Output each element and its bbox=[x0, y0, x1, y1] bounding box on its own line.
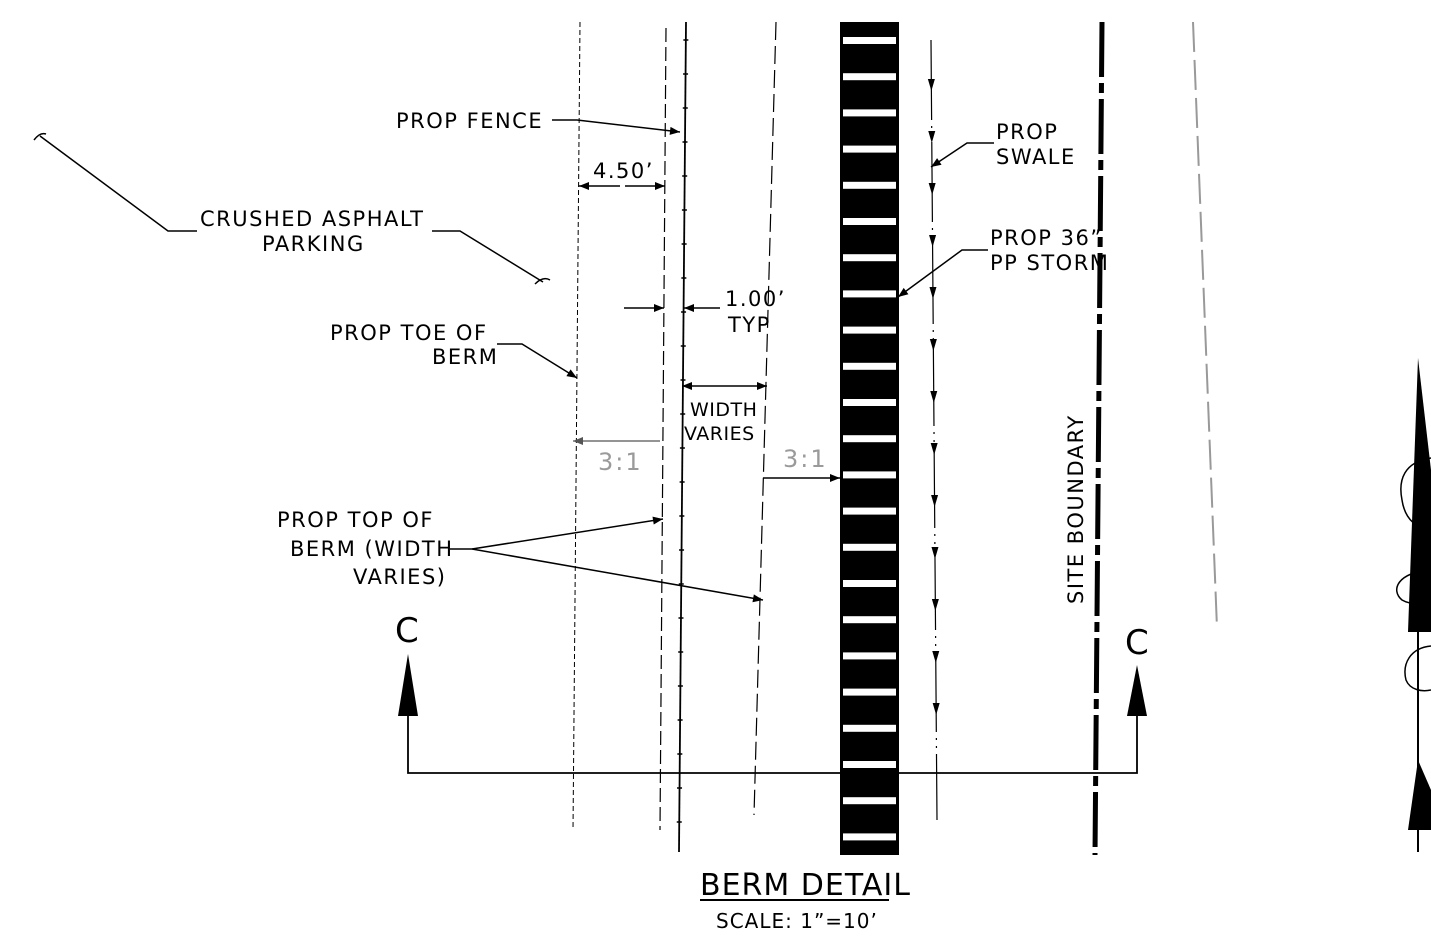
site-boundary-label: SITE BOUNDARY bbox=[1064, 414, 1088, 604]
storm-pipe-stripes bbox=[843, 37, 896, 841]
swale-arrow bbox=[932, 703, 940, 715]
pipe-stripe bbox=[843, 109, 896, 117]
crushed-asphalt-leader-left bbox=[39, 135, 197, 232]
typ-label: TYP bbox=[727, 313, 771, 337]
crushed-asphalt-label-line2: PARKING bbox=[262, 232, 365, 256]
top-of-berm-line-left bbox=[659, 27, 667, 831]
top-of-berm-label-line2: BERM (WIDTH bbox=[290, 537, 454, 561]
swale-arrow bbox=[930, 443, 938, 455]
prop-fence-leader bbox=[552, 119, 681, 135]
swale-arrow bbox=[928, 183, 936, 195]
pipe-stripe bbox=[843, 507, 896, 515]
pipe-stripe bbox=[843, 761, 896, 768]
pipe-stripe bbox=[843, 543, 896, 551]
top-of-berm-label-line1: PROP TOP OF bbox=[277, 508, 434, 532]
north-arrow-icon bbox=[1396, 358, 1431, 852]
pipe-stripe bbox=[843, 326, 896, 334]
section-mark-left: C bbox=[395, 611, 419, 651]
pipe-stripe bbox=[843, 688, 896, 696]
pipe-stripe bbox=[843, 73, 896, 81]
section-arrow-left bbox=[398, 654, 418, 716]
pipe-stripe bbox=[843, 724, 896, 732]
pipe-stripe bbox=[843, 362, 896, 370]
pipe-stripe bbox=[843, 616, 896, 624]
site-boundary-line bbox=[1092, 21, 1105, 856]
pipe-stripe bbox=[843, 181, 896, 189]
swale-arrow bbox=[929, 235, 937, 247]
section-cut-line bbox=[407, 716, 1138, 774]
pipe-stripe bbox=[843, 580, 896, 587]
swale-arrow bbox=[929, 287, 937, 299]
typ-dimension-label: 1.00’ bbox=[725, 287, 786, 311]
swale-flow-arrows bbox=[927, 79, 940, 715]
pipe-stripe bbox=[843, 145, 896, 153]
section-mark-right: C bbox=[1125, 623, 1149, 663]
parking-break-line-end bbox=[534, 277, 551, 285]
pipe-stripe bbox=[843, 652, 896, 660]
swale-arrow bbox=[931, 547, 939, 559]
pipe-stripe bbox=[843, 471, 896, 479]
top-of-berm-leader-left bbox=[450, 516, 664, 550]
prop-fence-label: PROP FENCE bbox=[396, 109, 543, 133]
drawing-title: BERM DETAIL bbox=[700, 868, 911, 903]
prop-swale-label-line2: SWALE bbox=[996, 145, 1076, 169]
swale-arrow bbox=[931, 495, 939, 507]
width-varies-label-line1: WIDTH bbox=[690, 399, 757, 421]
pipe-stripe bbox=[843, 399, 896, 406]
slope-ratio-right: 3:1 bbox=[783, 445, 828, 473]
pipe-stripe bbox=[843, 797, 896, 805]
top-of-berm-leader-right bbox=[471, 548, 764, 603]
swale-arrow bbox=[929, 339, 937, 351]
slope-ratio-left: 3:1 bbox=[598, 448, 643, 476]
pipe-stripe bbox=[843, 218, 896, 225]
right-dashed-line bbox=[1192, 21, 1218, 629]
toe-of-berm-label-line1: PROP TOE OF bbox=[330, 321, 488, 345]
width-varies-label-line2: VARIES bbox=[684, 423, 755, 445]
section-arrow-right bbox=[1127, 665, 1147, 716]
swale-arrow bbox=[932, 651, 940, 663]
top-of-berm-line-right bbox=[753, 21, 777, 816]
drawing-scale: SCALE: 1”=10’ bbox=[716, 909, 878, 933]
pipe-stripe bbox=[843, 254, 896, 262]
pipe-stripe bbox=[843, 435, 896, 443]
toe-of-berm-line bbox=[572, 21, 581, 831]
swale-arrow bbox=[930, 391, 938, 403]
prop-swale-leader bbox=[930, 142, 994, 168]
prop-swale-label-line1: PROP bbox=[996, 120, 1058, 144]
swale-arrow bbox=[927, 79, 935, 91]
swale-arrow bbox=[928, 131, 936, 143]
pipe-stripe bbox=[843, 833, 896, 841]
swale-arrow bbox=[931, 599, 939, 611]
fence-ticks bbox=[676, 39, 689, 823]
toe-of-berm-leader bbox=[497, 343, 578, 379]
swale-line bbox=[930, 39, 938, 821]
pipe-stripe bbox=[843, 37, 896, 44]
crushed-asphalt-label-line1: CRUSHED ASPHALT bbox=[200, 207, 425, 231]
prop-storm-label-line1: PROP 36” bbox=[990, 226, 1103, 250]
prop-storm-leader bbox=[897, 249, 988, 298]
pipe-stripe bbox=[843, 290, 896, 298]
prop-storm-label-line2: PP STORM bbox=[990, 251, 1109, 275]
fence-line bbox=[678, 21, 687, 853]
top-of-berm-label-line3: VARIES) bbox=[353, 565, 446, 589]
parking-break-line-start bbox=[33, 132, 47, 141]
crushed-asphalt-leader-right bbox=[432, 230, 544, 283]
toe-of-berm-label-line2: BERM bbox=[432, 345, 498, 369]
offset-dimension-label: 4.50’ bbox=[593, 159, 654, 183]
